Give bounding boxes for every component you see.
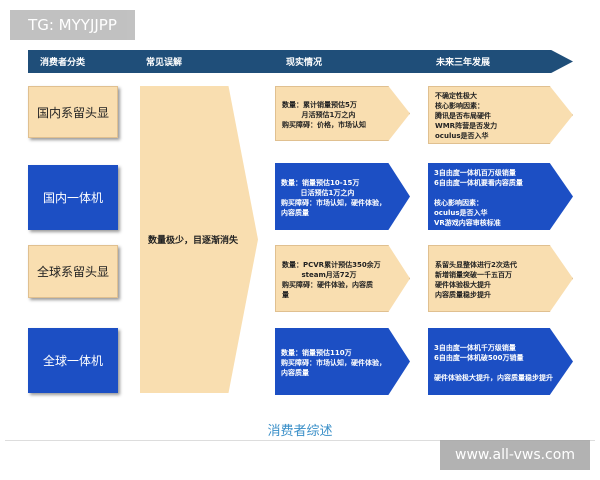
footer-title: 消费者综述 [267, 424, 333, 439]
future-row-2: 3自由度一体机百万级销量 6自由度一体机要看内容质量 核心影响因素： oculu… [428, 163, 573, 230]
category-domestic-tethered: 国内系留头显 [28, 86, 118, 138]
header-reality: 现实情况 [286, 58, 323, 68]
future-row-4: 3自由度一体机千万级销量 6自由度一体机破500万销量 硬件体验极大提升，内容质… [428, 328, 573, 395]
reality-row-1: 数量：累计销量预估5万 月活预估1万之内 购买障碍：价格，市场认知 [275, 86, 410, 141]
reality-row-3: 数量：PCVR累计预估350余万 steam月活72万 购买障碍：硬件体验，内容… [275, 245, 410, 312]
reality-row-4: 数量：销量预估110万 购买障碍：市场认知，硬件体验， 内容质量 [275, 328, 410, 395]
header-future: 未来三年发展 [436, 58, 491, 68]
reality-row-2: 数量：销量预估10-15万 日活预估1万之内 购买障碍：市场认知，硬件体验， 内… [275, 163, 410, 230]
divider [5, 440, 595, 441]
header-misconception: 常见误解 [146, 58, 183, 68]
header-category: 消费者分类 [40, 58, 86, 68]
watermark-bottom: www.all-vws.com [440, 440, 590, 470]
category-global-tethered: 全球系留头显 [28, 245, 118, 298]
category-global-standalone: 全球一体机 [28, 328, 118, 393]
watermark-top: TG: MYYJJPP [10, 10, 135, 40]
misconception-arrow: 数量极少，目逐渐消失 [140, 86, 258, 393]
future-row-1: 不确定性极大 核心影响因素： 腾讯是否布局硬件 WMR阵营是否发力 oculus… [428, 86, 573, 144]
future-row-3: 系留头显整体进行2次迭代 新增销量突破一千五百万 硬件体验极大提升 内容质量稳步… [428, 245, 573, 312]
misconception-text: 数量极少，目逐渐消失 [148, 236, 239, 246]
header-bar: 消费者分类 常见误解 现实情况 未来三年发展 [28, 50, 573, 73]
category-domestic-standalone: 国内一体机 [28, 165, 118, 230]
